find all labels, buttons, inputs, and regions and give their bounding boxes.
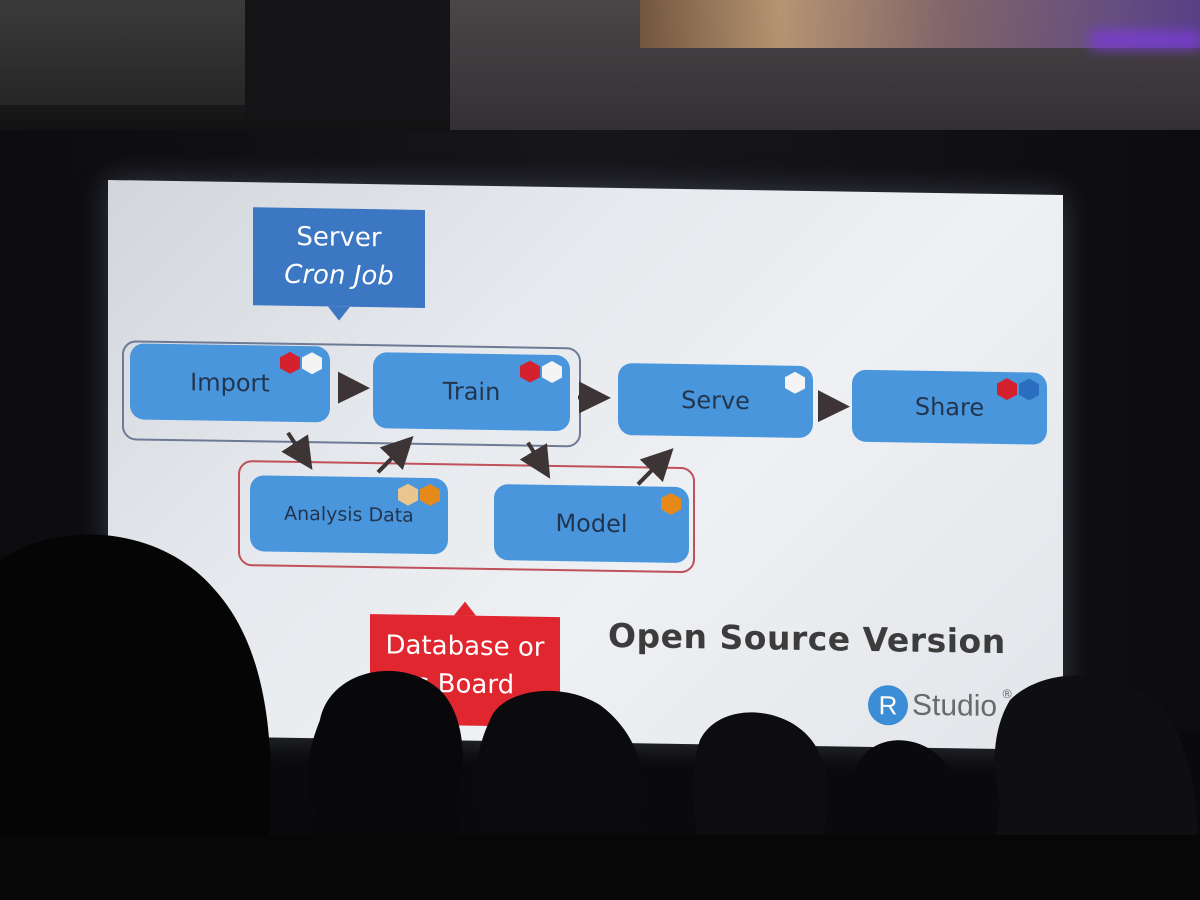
arrow-model-to-serve (636, 448, 674, 486)
registered-mark: ® (1001, 687, 1014, 702)
callout-line: s Board (415, 668, 515, 701)
callout-line: Database or (385, 630, 545, 663)
logo-wordmark: Studio (912, 688, 998, 723)
ceiling-panel (0, 0, 245, 105)
arrow-analysis-data-to-train (376, 436, 414, 474)
ceiling-beam (245, 0, 450, 125)
stage-light (1090, 30, 1200, 50)
r-logo-icon: R (868, 684, 908, 726)
audience-floor (0, 835, 1200, 900)
arrow-train-to-model (519, 441, 551, 479)
database-pins-board-callout: Database or s Board (370, 601, 560, 728)
audience-head (840, 740, 970, 900)
flow-arrows (281, 371, 850, 486)
callout-pointer (454, 601, 476, 616)
open-source-version-label: Open Source Version (608, 615, 1006, 662)
projection-screen: Server Cron Job Import Train Serve Share… (108, 180, 1063, 751)
rstudio-logo: R Studio ® (868, 684, 1014, 727)
arrow-import-to-analysis-data (281, 431, 313, 470)
